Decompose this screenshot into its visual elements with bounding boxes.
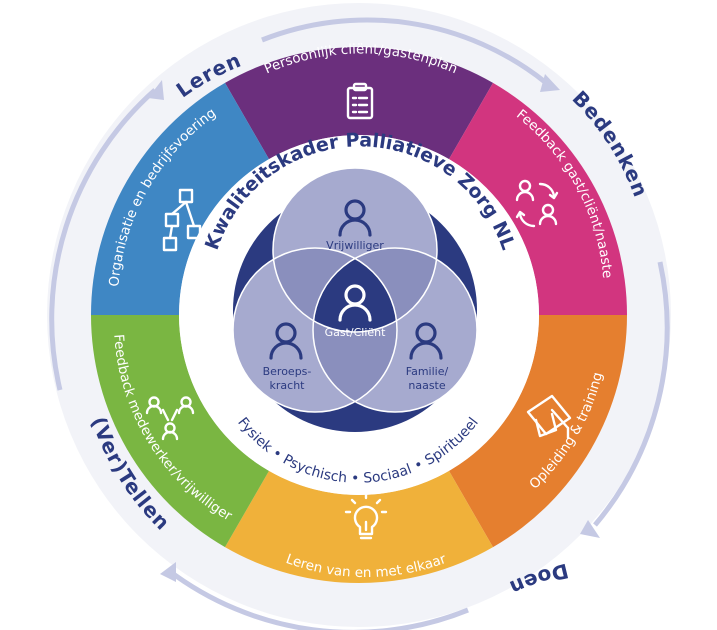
venn-label-beroepskracht-1: Beroeps-: [263, 365, 312, 378]
person-icon-vrijwilliger: [338, 199, 372, 237]
clipboard-icon: [346, 82, 374, 120]
venn-diagram: [232, 167, 478, 413]
person-icon-familie: [409, 322, 443, 360]
venn-label-client: Gast/Cliënt: [325, 326, 387, 339]
arrow-head-left: [148, 80, 164, 100]
exchange-icon: [515, 179, 559, 228]
arrow-left: [49, 88, 157, 391]
arrow-head-right: [580, 520, 600, 538]
arrow-head-bottom: [160, 562, 176, 582]
arrow-top: [261, 17, 547, 84]
graduation-cap-icon: [526, 394, 572, 440]
person-icon-client: [338, 284, 372, 322]
person-icon-beroepskracht: [269, 322, 303, 360]
segment-feedback-gast: [449, 82, 627, 316]
venn-label-beroepskracht-2: kracht: [270, 379, 306, 392]
org-chart-icon: [162, 188, 202, 252]
arrow-head-top: [540, 74, 560, 92]
arrow-heads: [148, 74, 600, 582]
lightbulb-icon: [344, 492, 388, 540]
arrow-right: [593, 261, 670, 527]
segment-persoonlijk: [225, 46, 493, 160]
venn-label-vrijwilliger: Vrijwilliger: [326, 239, 384, 252]
venn-label-familie-2: naaste: [408, 379, 445, 392]
venn-label-familie-1: Familie/: [406, 365, 449, 378]
segment-feedback-mw: [91, 315, 269, 548]
people-network-icon: [145, 396, 195, 441]
